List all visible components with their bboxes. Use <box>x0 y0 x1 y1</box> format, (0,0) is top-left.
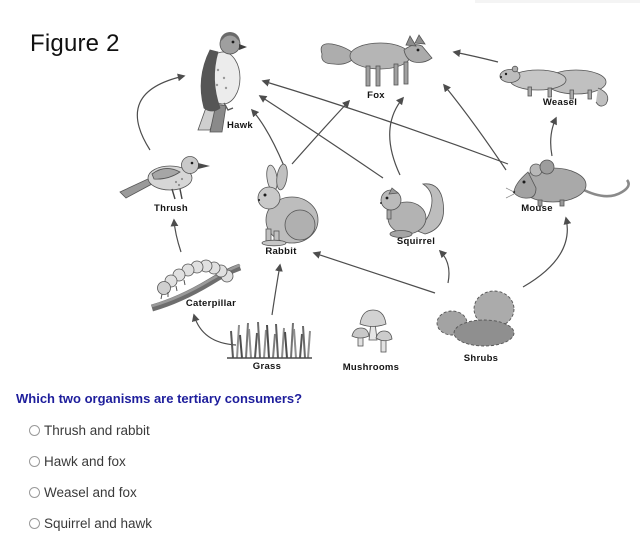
thrush-label: Thrush <box>154 203 188 214</box>
shrubs-label: Shrubs <box>464 353 499 364</box>
food-web-arrows <box>136 49 572 346</box>
radio-button-thrush-and-rabbit[interactable] <box>29 425 40 436</box>
food-web-diagram: Hawk Fox Weas <box>119 32 630 373</box>
rabbit-illustration <box>257 163 319 247</box>
fox-label: Fox <box>367 90 385 101</box>
question-section: Which two organisms are tertiary consume… <box>0 385 640 532</box>
rabbit-label: Rabbit <box>265 246 297 257</box>
mouse-illustration <box>505 159 630 207</box>
thrush-illustration <box>119 156 210 200</box>
arrow-shrubs-squirrel <box>438 249 450 284</box>
arrow-shrubs-rabbit <box>312 251 436 294</box>
mushrooms-illustration <box>351 309 393 353</box>
top-edge-strip <box>475 0 640 3</box>
arrow-mouse-fox <box>443 83 507 171</box>
answer-options: Thrush and rabbit Hawk and fox Weasel an… <box>29 422 640 532</box>
option-row-thrush-and-rabbit[interactable]: Thrush and rabbit <box>29 422 640 439</box>
arrow-caterpillar-thrush <box>170 218 182 253</box>
option-row-weasel-and-fox[interactable]: Weasel and fox <box>29 484 640 501</box>
fox-illustration <box>320 34 433 87</box>
option-row-hawk-and-fox[interactable]: Hawk and fox <box>29 453 640 470</box>
arrow-grass-rabbit <box>271 263 283 316</box>
arrow-mouse-hawk <box>261 79 509 165</box>
grass-illustration <box>227 321 312 359</box>
arrow-squirrel-hawk <box>258 95 384 179</box>
weasel-label: Weasel <box>543 97 577 108</box>
arrow-weasel-fox <box>452 49 499 63</box>
arrow-grass-caterpillar <box>191 313 237 346</box>
squirrel-illustration <box>380 183 444 238</box>
radio-button-weasel-and-fox[interactable] <box>29 487 40 498</box>
squirrel-label: Squirrel <box>397 236 435 247</box>
option-label[interactable]: Thrush and rabbit <box>44 423 150 438</box>
option-label[interactable]: Weasel and fox <box>44 485 137 500</box>
shrubs-illustration <box>436 290 515 347</box>
arrow-mouse-weasel <box>549 116 557 157</box>
grass-label: Grass <box>253 361 281 372</box>
mouse-label: Mouse <box>521 203 553 214</box>
arrow-squirrel-fox <box>389 96 404 176</box>
figure-title: Figure 2 <box>30 30 120 57</box>
question-text: Which two organisms are tertiary consume… <box>16 391 303 406</box>
arrow-thrush-hawk <box>136 73 186 151</box>
option-row-squirrel-and-hawk[interactable]: Squirrel and hawk <box>29 515 640 532</box>
mushrooms-label: Mushrooms <box>343 362 400 373</box>
option-label[interactable]: Squirrel and hawk <box>44 516 153 531</box>
caterpillar-illustration <box>151 259 242 312</box>
option-label[interactable]: Hawk and fox <box>44 454 126 469</box>
radio-button-hawk-and-fox[interactable] <box>29 456 40 467</box>
arrow-rabbit-hawk <box>250 108 285 167</box>
arrow-rabbit-fox <box>291 99 351 165</box>
caterpillar-label: Caterpillar <box>186 298 236 309</box>
weasel-illustration <box>499 65 609 107</box>
hawk-label: Hawk <box>227 120 253 131</box>
hawk-illustration <box>197 32 247 133</box>
radio-button-squirrel-and-hawk[interactable] <box>29 518 40 529</box>
arrow-shrubs-mouse <box>522 216 572 288</box>
